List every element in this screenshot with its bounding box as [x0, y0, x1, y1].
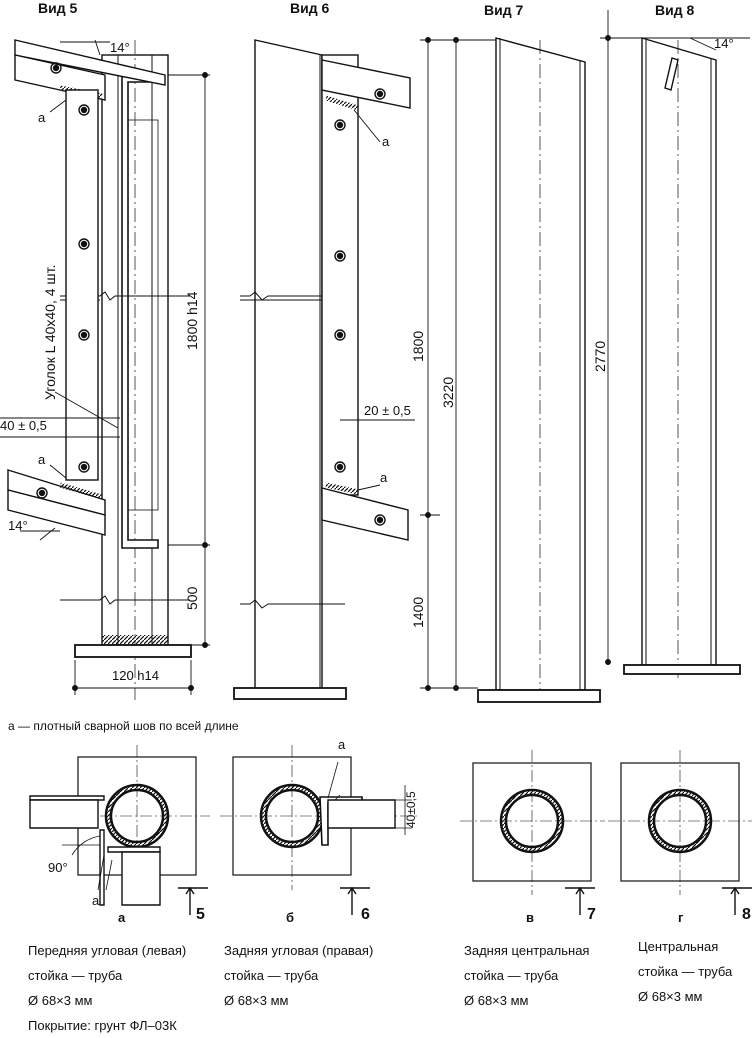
v5-angle-top: 14°	[110, 40, 130, 55]
caption-a-line1: Передняя угловая (левая)	[28, 943, 187, 958]
caption-g-line2: стойка — труба	[638, 964, 733, 979]
section-g	[608, 750, 752, 915]
view5-plate	[65, 89, 99, 481]
v8-angle: 14°	[714, 36, 734, 51]
caption-v-line3: Ø 68×3 мм	[464, 993, 529, 1008]
view6-top-beam	[321, 59, 411, 111]
caption-g-line3: Ø 68×3 мм	[638, 989, 703, 1004]
view7-title: Вид 7	[484, 2, 524, 18]
sec-a-weld-mark: a	[92, 893, 100, 908]
v5-base-dim: 120 h14	[112, 668, 159, 683]
view5-title: Вид 5	[38, 0, 78, 16]
view5-post	[60, 40, 192, 700]
v5-offset-dim: 40 ± 0,5	[0, 418, 47, 433]
view6-title: Вид 6	[290, 0, 330, 16]
sec-a-letter: а	[118, 910, 126, 925]
sec-b-letter: б	[286, 910, 295, 925]
sec-g-letter: г	[678, 910, 684, 925]
v5-height-dim: 1800 h14	[184, 291, 200, 350]
caption-v: Задняя центральная стойка — труба Ø 68×3…	[464, 938, 589, 1013]
v5-weld-mark-top: a	[38, 110, 46, 125]
view6-plate	[321, 54, 359, 496]
view6-bottom-beam	[321, 482, 409, 541]
caption-a-line4: Покрытие: грунт ФЛ–03К	[28, 1018, 177, 1033]
weld-legend: а — плотный сварной шов по всей длине	[8, 719, 239, 733]
v5-angle-note: Уголок L 40х40, 4 шт.	[42, 264, 58, 400]
caption-a-line3: Ø 68×3 мм	[28, 993, 93, 1008]
view5-bottom-beam	[7, 469, 106, 536]
sec-b-offset-dim: 40±0,5	[404, 791, 418, 828]
view8-dimensions	[605, 10, 611, 665]
view8-post	[600, 37, 750, 680]
v6-weld-mark-bottom: a	[380, 470, 388, 485]
section-a	[29, 745, 210, 915]
v6-weld-mark-top: a	[382, 134, 390, 149]
section-v	[460, 750, 605, 915]
view6-post	[233, 39, 347, 700]
caption-b-line3: Ø 68×3 мм	[224, 993, 289, 1008]
view7-post	[477, 37, 601, 703]
view7-dimensions	[420, 37, 496, 691]
caption-b: Задняя угловая (правая) стойка — труба Ø…	[224, 938, 373, 1013]
v7-total-dim: 3220	[440, 376, 456, 408]
v5-lower-dim: 500	[184, 586, 200, 610]
sec-v-number: 7	[587, 906, 596, 923]
v5-angle-bottom: 14°	[8, 518, 28, 533]
caption-g: Центральная стойка — труба Ø 68×3 мм	[638, 934, 732, 1009]
caption-v-line1: Задняя центральная	[464, 943, 590, 958]
caption-g-line1: Центральная	[638, 939, 719, 954]
sec-a-angle: 90°	[48, 860, 68, 875]
v8-total-dim: 2770	[592, 340, 608, 372]
v5-weld-mark-bottom: a	[38, 452, 46, 467]
caption-a: Передняя угловая (левая) стойка — труба …	[28, 938, 186, 1038]
sec-g-number: 8	[742, 906, 751, 923]
caption-b-line1: Задняя угловая (правая)	[224, 943, 374, 958]
caption-b-line2: стойка — труба	[224, 968, 319, 983]
v6-offset-dim: 20 ± 0,5	[364, 403, 411, 418]
section-b	[220, 745, 420, 915]
v7-lower-dim: 1400	[410, 596, 426, 628]
v7-upper-dim: 1800	[410, 330, 426, 362]
sec-v-letter: в	[526, 910, 534, 925]
caption-a-line2: стойка — труба	[28, 968, 123, 983]
sec-b-weld-mark: a	[338, 737, 346, 752]
view6-dimensions	[340, 109, 415, 491]
view8-title: Вид 8	[655, 2, 695, 18]
view5-top-beam	[14, 39, 166, 101]
sec-b-number: 6	[361, 906, 370, 923]
view5-dimensions	[0, 39, 210, 695]
caption-v-line2: стойка — труба	[464, 968, 559, 983]
sec-a-number: 5	[196, 906, 205, 923]
